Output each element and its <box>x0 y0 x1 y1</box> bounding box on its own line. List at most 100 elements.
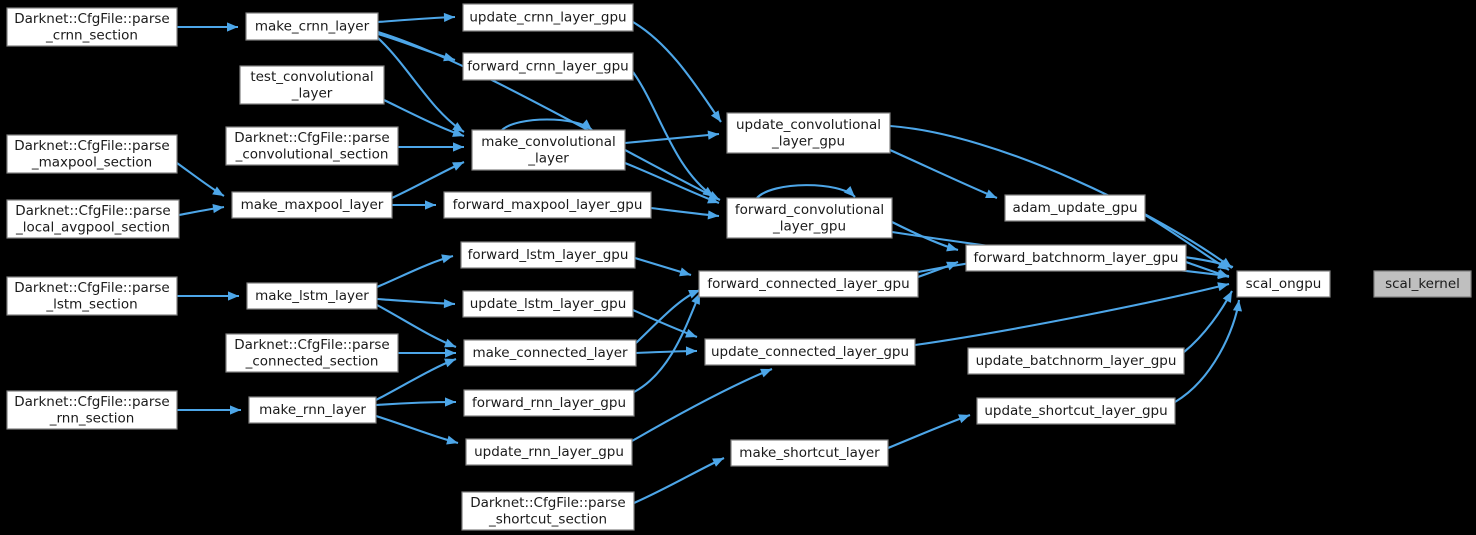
node-box[interactable] <box>460 241 636 269</box>
arrowhead-icon <box>230 405 241 415</box>
node-box[interactable] <box>965 244 1187 272</box>
edge-update_bn_gpu-to-scal_ongpu <box>1183 290 1233 353</box>
edge-line <box>375 414 459 445</box>
edge-parse_lstm-to-make_lstm <box>177 291 239 301</box>
edge-make_conv-to-update_conv_gpu <box>624 130 720 145</box>
node-box[interactable] <box>6 276 178 316</box>
edge-parse_conv-to-make_conv <box>397 142 464 152</box>
edge-parse_connected-to-make_connected <box>398 348 456 358</box>
graph-node-forward_conn_gpu[interactable]: forward_connected_layer_gpu <box>698 270 919 298</box>
graph-node-parse_crnn[interactable]: Darknet::CfgFile::parse_crnn_section <box>6 7 178 47</box>
node-box[interactable] <box>730 439 889 467</box>
node-box[interactable] <box>726 197 893 239</box>
node-box[interactable] <box>245 12 379 41</box>
node-box[interactable] <box>225 333 399 373</box>
node-box[interactable] <box>6 199 180 239</box>
graph-node-test_conv[interactable]: test_convolutional_layer <box>239 65 385 105</box>
arrowhead-icon <box>707 210 719 220</box>
node-box[interactable] <box>6 134 178 174</box>
graph-node-update_conv_gpu[interactable]: update_convolutional_layer_gpu <box>726 112 891 154</box>
edge-forward_conv_gpu-to-forward_conv_gpu <box>756 184 856 199</box>
graph-node-make_rnn[interactable]: make_rnn_layer <box>248 396 377 424</box>
node-box[interactable] <box>461 491 635 531</box>
node-box[interactable] <box>698 270 919 298</box>
graph-node-forward_lstm_gpu[interactable]: forward_lstm_layer_gpu <box>460 241 636 269</box>
edge-make_rnn-to-make_connected <box>375 358 457 401</box>
graph-node-parse_maxpool[interactable]: Darknet::CfgFile::parse_maxpool_section <box>6 134 178 174</box>
graph-node-forward_maxpool_gpu[interactable]: forward_maxpool_layer_gpu <box>443 191 652 219</box>
graph-node-make_connected[interactable]: make_connected_layer <box>463 339 637 367</box>
graph-node-parse_lstm[interactable]: Darknet::CfgFile::parse_lstm_section <box>6 276 178 316</box>
edge-update_conv_gpu-to-adam_update_gpu <box>889 149 998 199</box>
node-box[interactable] <box>231 191 393 219</box>
node-box[interactable] <box>976 397 1176 425</box>
graph-node-parse_local_avg[interactable]: Darknet::CfgFile::parse_local_avgpool_se… <box>6 199 180 239</box>
node-box[interactable] <box>6 390 178 430</box>
arrowhead-icon <box>691 293 700 305</box>
edge-make_crnn-to-make_conv <box>377 37 465 133</box>
arrowhead-icon <box>685 328 697 338</box>
edge-line <box>377 15 456 24</box>
node-box[interactable] <box>1004 194 1146 222</box>
graph-node-make_conv[interactable]: make_convolutional_layer <box>471 129 626 171</box>
arrowhead-icon <box>679 267 691 277</box>
node-box[interactable] <box>967 347 1185 375</box>
arrowhead-icon <box>1217 269 1229 278</box>
node-box[interactable] <box>443 191 652 219</box>
graph-node-update_lstm_gpu[interactable]: update_lstm_layer_gpu <box>462 290 634 318</box>
arrowhead-icon <box>712 458 724 467</box>
node-box[interactable] <box>225 126 399 166</box>
graph-node-forward_conv_gpu[interactable]: forward_convolutional_layer_gpu <box>726 197 893 239</box>
node-box[interactable] <box>726 112 891 154</box>
graph-node-parse_shortcut[interactable]: Darknet::CfgFile::parse_shortcut_section <box>461 491 635 531</box>
graph-node-make_lstm[interactable]: make_lstm_layer <box>246 282 378 310</box>
graph-node-parse_rnn[interactable]: Darknet::CfgFile::parse_rnn_section <box>6 390 178 430</box>
arrowhead-icon <box>452 162 464 171</box>
edge-update_lstm_gpu-to-update_conn_gpu <box>632 309 698 338</box>
edge-parse_rnn-to-make_rnn <box>177 405 241 415</box>
node-box[interactable] <box>246 282 378 310</box>
graph-node-update_shortcut_gpu[interactable]: update_shortcut_layer_gpu <box>976 397 1176 425</box>
graph-node-update_conn_gpu[interactable]: update_connected_layer_gpu <box>704 338 916 366</box>
arrowhead-icon <box>1221 259 1233 269</box>
arrowhead-icon <box>443 12 455 23</box>
graph-node-forward_crnn_gpu[interactable]: forward_crnn_layer_gpu <box>462 52 634 81</box>
node-box[interactable] <box>1236 270 1331 298</box>
graph-node-update_bn_gpu[interactable]: update_batchnorm_layer_gpu <box>967 347 1185 375</box>
node-box[interactable] <box>465 438 633 466</box>
edge-parse_maxpool-to-make_maxpool <box>176 162 225 197</box>
graph-node-forward_rnn_gpu[interactable]: forward_rnn_layer_gpu <box>463 389 635 417</box>
arrowhead-icon <box>446 435 458 445</box>
node-box[interactable] <box>463 339 637 367</box>
node-box[interactable] <box>704 338 916 366</box>
graph-node-make_shortcut[interactable]: make_shortcut_layer <box>730 439 889 467</box>
node-box[interactable] <box>248 396 377 424</box>
edge-line <box>889 124 1233 269</box>
node-box[interactable] <box>462 52 634 81</box>
edge-make_conv-to-forward_conv_gpu <box>624 162 720 204</box>
node-box[interactable] <box>462 3 634 32</box>
edge-forward_rnn_gpu-to-forward_conn_gpu <box>633 292 701 393</box>
graph-node-scal_ongpu[interactable]: scal_ongpu <box>1236 270 1331 298</box>
graph-node-parse_conv[interactable]: Darknet::CfgFile::parse_convolutional_se… <box>225 126 399 166</box>
graph-node-update_rnn_gpu[interactable]: update_rnn_layer_gpu <box>465 438 633 466</box>
edge-update_shortcut_gpu-to-scal_ongpu <box>1174 299 1243 403</box>
graph-node-adam_update_gpu[interactable]: adam_update_gpu <box>1004 194 1146 222</box>
node-box[interactable] <box>463 389 635 417</box>
graph-node-update_crnn_gpu[interactable]: update_crnn_layer_gpu <box>462 3 634 32</box>
graph-node-make_maxpool[interactable]: make_maxpool_layer <box>231 191 393 219</box>
graph-node-make_crnn[interactable]: make_crnn_layer <box>245 12 379 41</box>
graph-node-scal_kernel[interactable]: scal_kernel <box>1373 270 1472 298</box>
node-box[interactable] <box>471 129 626 171</box>
node-box[interactable] <box>1373 270 1472 298</box>
graph-node-forward_bn_gpu[interactable]: forward_batchnorm_layer_gpu <box>965 244 1187 272</box>
node-box[interactable] <box>239 65 385 105</box>
node-box[interactable] <box>6 7 178 47</box>
node-box[interactable] <box>462 290 634 318</box>
arrowhead-icon <box>760 368 772 378</box>
edge-line <box>631 368 773 442</box>
arrowhead-icon <box>444 358 456 368</box>
arrowhead-icon <box>710 110 721 122</box>
graph-node-parse_connected[interactable]: Darknet::CfgFile::parse_connected_sectio… <box>225 333 399 373</box>
